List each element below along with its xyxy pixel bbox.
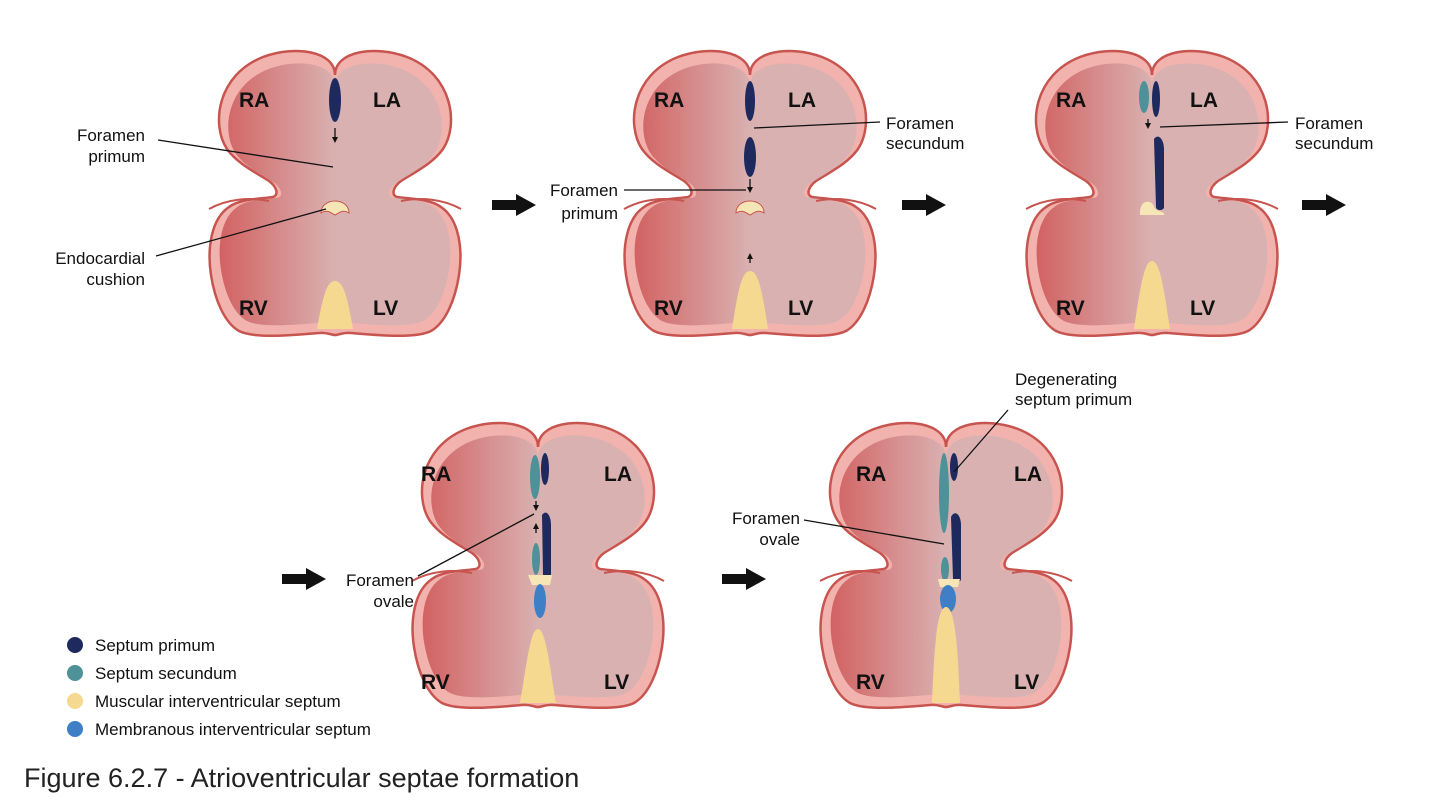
label-la: LA xyxy=(373,89,401,112)
label-foramen-primum-2b: primum xyxy=(561,204,618,223)
label-endocardial-cushion-b: cushion xyxy=(86,270,145,289)
label-foramen-secundum-3a: Foramen xyxy=(1295,114,1363,133)
label-foramen-primum-1b: primum xyxy=(88,147,145,166)
label-ra: RA xyxy=(239,89,269,112)
label-foramen-primum-1a: Foramen xyxy=(77,126,145,145)
septum-primum xyxy=(542,512,551,578)
progression-arrow-5 xyxy=(722,568,766,590)
label-rv: RV xyxy=(654,297,683,320)
progression-arrow-2 xyxy=(902,194,946,216)
label-rv: RV xyxy=(421,671,450,694)
label-la: LA xyxy=(1190,89,1218,112)
label-rv: RV xyxy=(856,671,885,694)
legend-item-membranous-interventricular-septum: Membranous interventricular septum xyxy=(67,720,371,739)
figure-caption: Figure 6.2.7 - Atrioventricular septae f… xyxy=(24,763,580,793)
septum-primum xyxy=(744,137,756,177)
progression-arrow-1 xyxy=(492,194,536,216)
label-lv: LV xyxy=(1190,297,1215,320)
muscular-interventricular-septum xyxy=(317,281,353,329)
heart-stage-2: RA LA RV LV xyxy=(624,51,876,336)
legend-item-septum-primum: Septum primum xyxy=(67,636,215,655)
label-rv: RV xyxy=(239,297,268,320)
muscular-interventricular-septum xyxy=(1134,261,1170,329)
endocardial-cushion xyxy=(1140,201,1164,215)
endocardial-cushion xyxy=(735,200,765,216)
label-la: LA xyxy=(1014,463,1042,486)
legend-label: Muscular interventricular septum xyxy=(95,692,341,711)
label-foramen-secundum-2b: secundum xyxy=(886,134,964,153)
septum-secundum xyxy=(530,455,540,499)
legend-swatch xyxy=(67,693,83,709)
septum-primum xyxy=(541,453,549,485)
label-lv: LV xyxy=(373,297,398,320)
label-degenerating-septum-primum-a: Degenerating xyxy=(1015,370,1117,389)
septum-secundum xyxy=(1139,81,1149,113)
label-degenerating-septum-primum-b: septum primum xyxy=(1015,390,1132,409)
label-ra: RA xyxy=(654,89,684,112)
legend-item-septum-secundum: Septum secundum xyxy=(67,664,237,683)
septum-primum xyxy=(329,78,341,122)
muscular-interventricular-septum xyxy=(732,271,768,329)
septum-primum xyxy=(745,81,755,121)
label-ra: RA xyxy=(856,463,886,486)
label-foramen-ovale-4a: Foramen xyxy=(346,571,414,590)
label-la: LA xyxy=(788,89,816,112)
legend-label: Membranous interventricular septum xyxy=(95,720,371,739)
membranous-interventricular-septum xyxy=(534,584,546,618)
label-foramen-ovale-5a: Foramen xyxy=(732,509,800,528)
heart-stage-4: RA LA RV LV xyxy=(412,423,664,708)
muscular-interventricular-septum xyxy=(520,629,556,703)
label-rv: RV xyxy=(1056,297,1085,320)
label-endocardial-cushion-a: Endocardial xyxy=(55,249,145,268)
heart-stage-5: RA LA RV LV xyxy=(820,423,1072,708)
endocardial-cushion xyxy=(320,200,350,216)
label-foramen-primum-2a: Foramen xyxy=(550,181,618,200)
endocardial-cushion xyxy=(938,579,960,587)
muscular-interventricular-septum xyxy=(932,607,960,703)
legend-swatch xyxy=(67,637,83,653)
label-lv: LV xyxy=(1014,671,1039,694)
legend-item-muscular-interventricular-septum: Muscular interventricular septum xyxy=(67,692,341,711)
progression-arrow-3 xyxy=(1302,194,1346,216)
septum-primum xyxy=(1154,136,1164,210)
legend: Septum primum Septum secundum Muscular i… xyxy=(67,636,371,739)
label-lv: LV xyxy=(788,297,813,320)
endocardial-cushion xyxy=(528,575,552,585)
septum-primum xyxy=(1152,81,1160,117)
legend-label: Septum secundum xyxy=(95,664,237,683)
label-ra: RA xyxy=(1056,89,1086,112)
label-foramen-secundum-2a: Foramen xyxy=(886,114,954,133)
label-ra: RA xyxy=(421,463,451,486)
label-lv: LV xyxy=(604,671,629,694)
heart-stage-1: RA LA RV LV xyxy=(209,51,461,336)
septum-primum xyxy=(951,513,961,582)
legend-swatch xyxy=(67,665,83,681)
label-la: LA xyxy=(604,463,632,486)
heart-stage-3: RA LA RV LV xyxy=(1026,51,1278,336)
label-foramen-secundum-3b: secundum xyxy=(1295,134,1373,153)
label-foramen-ovale-4b: ovale xyxy=(373,592,414,611)
progression-arrow-4 xyxy=(282,568,326,590)
membranous-interventricular-septum xyxy=(940,585,956,613)
legend-label: Septum primum xyxy=(95,636,215,655)
legend-swatch xyxy=(67,721,83,737)
septum-secundum xyxy=(532,543,540,575)
septum-primum xyxy=(950,453,958,481)
septum-secundum xyxy=(939,453,949,533)
septum-secundum xyxy=(941,557,949,581)
label-foramen-ovale-5b: ovale xyxy=(759,530,800,549)
